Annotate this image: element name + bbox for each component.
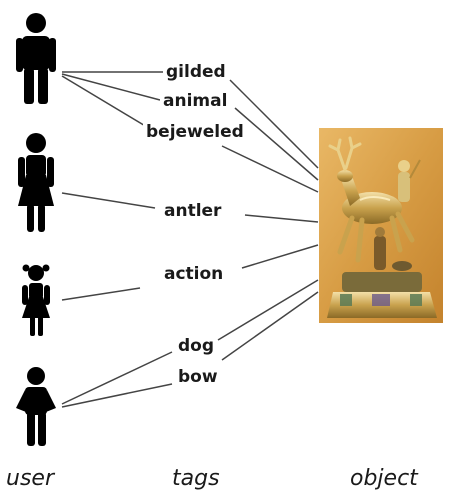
tag-action: action <box>161 264 226 284</box>
tag-antler: antler <box>161 201 224 221</box>
edge-bow-object <box>222 292 318 360</box>
male-user-icon <box>16 13 56 104</box>
edge-antler-object <box>245 215 318 222</box>
girl-user-icon <box>22 265 50 337</box>
user-column-label: user <box>6 466 54 491</box>
tags-column-label: tags <box>172 466 220 491</box>
tag-bejeweled: bejeweled <box>143 122 247 142</box>
edge-user2-antler <box>62 193 155 208</box>
object-image <box>319 128 443 323</box>
edge-action-object <box>242 245 318 268</box>
edge-dog-object <box>218 280 318 340</box>
edge-user1-bejeweled <box>62 76 152 130</box>
tag-dog: dog <box>175 336 217 356</box>
edge-user1-animal <box>62 74 160 100</box>
object-column-label: object <box>350 466 418 491</box>
tag-animal: animal <box>160 91 230 111</box>
tag-gilded: gilded <box>163 62 229 82</box>
edge-user3-action <box>62 288 140 300</box>
boy-user-icon <box>16 367 56 446</box>
tag-bow: bow <box>175 367 221 387</box>
female-user-icon <box>18 133 54 232</box>
edge-animal-object <box>235 108 318 180</box>
